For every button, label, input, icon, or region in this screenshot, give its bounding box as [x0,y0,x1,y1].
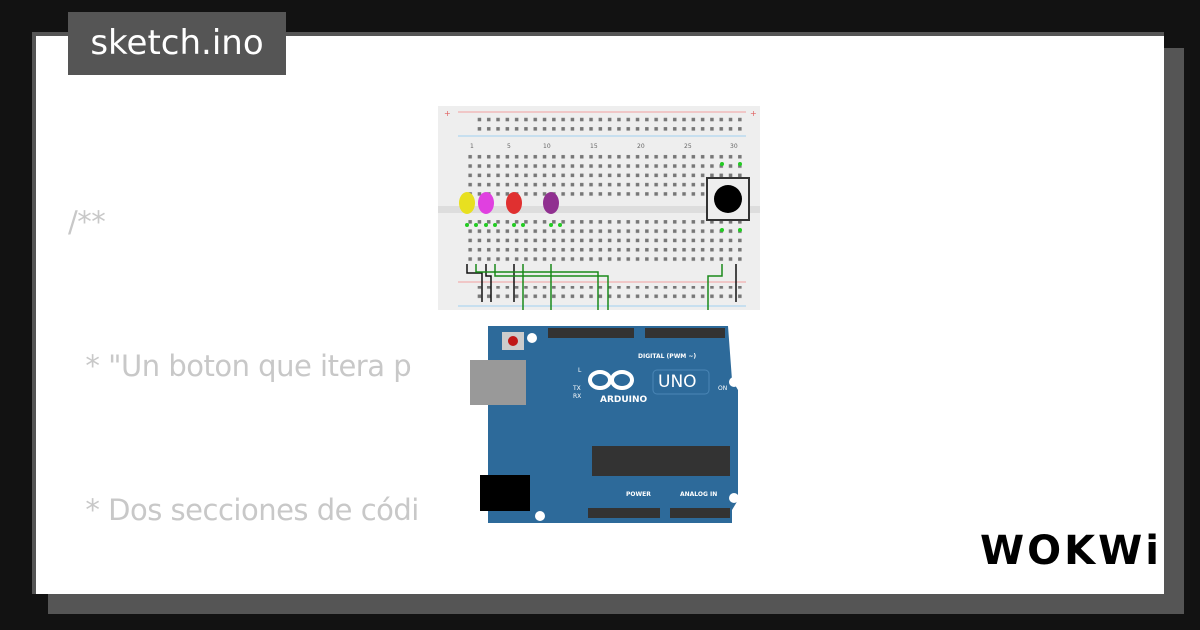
svg-text:ANALOG IN: ANALOG IN [680,491,717,498]
svg-text:1: 1 [470,143,474,150]
breadboard-graphic: + + 1 5 10 15 20 25 30 [438,109,760,310]
svg-text:15: 15 [590,143,598,150]
svg-text:30: 30 [730,143,738,150]
svg-text:25: 25 [684,143,692,150]
led-red [506,192,525,227]
svg-text:5: 5 [507,143,511,150]
wokwi-logo: WOKWi [980,528,1162,574]
svg-text:20: 20 [637,143,645,150]
svg-text:+: + [444,109,451,118]
arduino-uno: UNO ARDUINO DIGITAL (PWM ~) POWER ANALOG… [470,320,746,525]
code-line: /** [68,205,106,239]
svg-text:TX: TX [572,385,581,392]
svg-text:L: L [578,367,582,374]
code-line: * Dos secciones de códi [68,493,419,527]
pushbutton [706,162,750,232]
code-listing: /** * "Un boton que itera p * Dos seccio… [68,102,1032,594]
svg-text:ARDUINO: ARDUINO [600,395,648,405]
svg-text:+: + [750,109,757,118]
led-yellow [459,192,478,227]
svg-text:UNO: UNO [658,372,697,392]
svg-text:10: 10 [543,143,551,150]
file-title-tab: sketch.ino [68,12,286,75]
svg-text:POWER: POWER [626,491,651,498]
led-magenta [478,192,497,227]
svg-text:ON: ON [718,385,727,392]
breadboard: + + 1 5 10 15 20 25 30 [438,106,760,310]
svg-text:DIGITAL (PWM ~): DIGITAL (PWM ~) [638,353,696,360]
arduino-graphic: UNO ARDUINO DIGITAL (PWM ~) POWER ANALOG… [470,326,739,523]
led-purple [543,192,562,227]
code-line: * "Un boton que itera p [68,349,412,383]
svg-text:RX: RX [573,393,581,400]
